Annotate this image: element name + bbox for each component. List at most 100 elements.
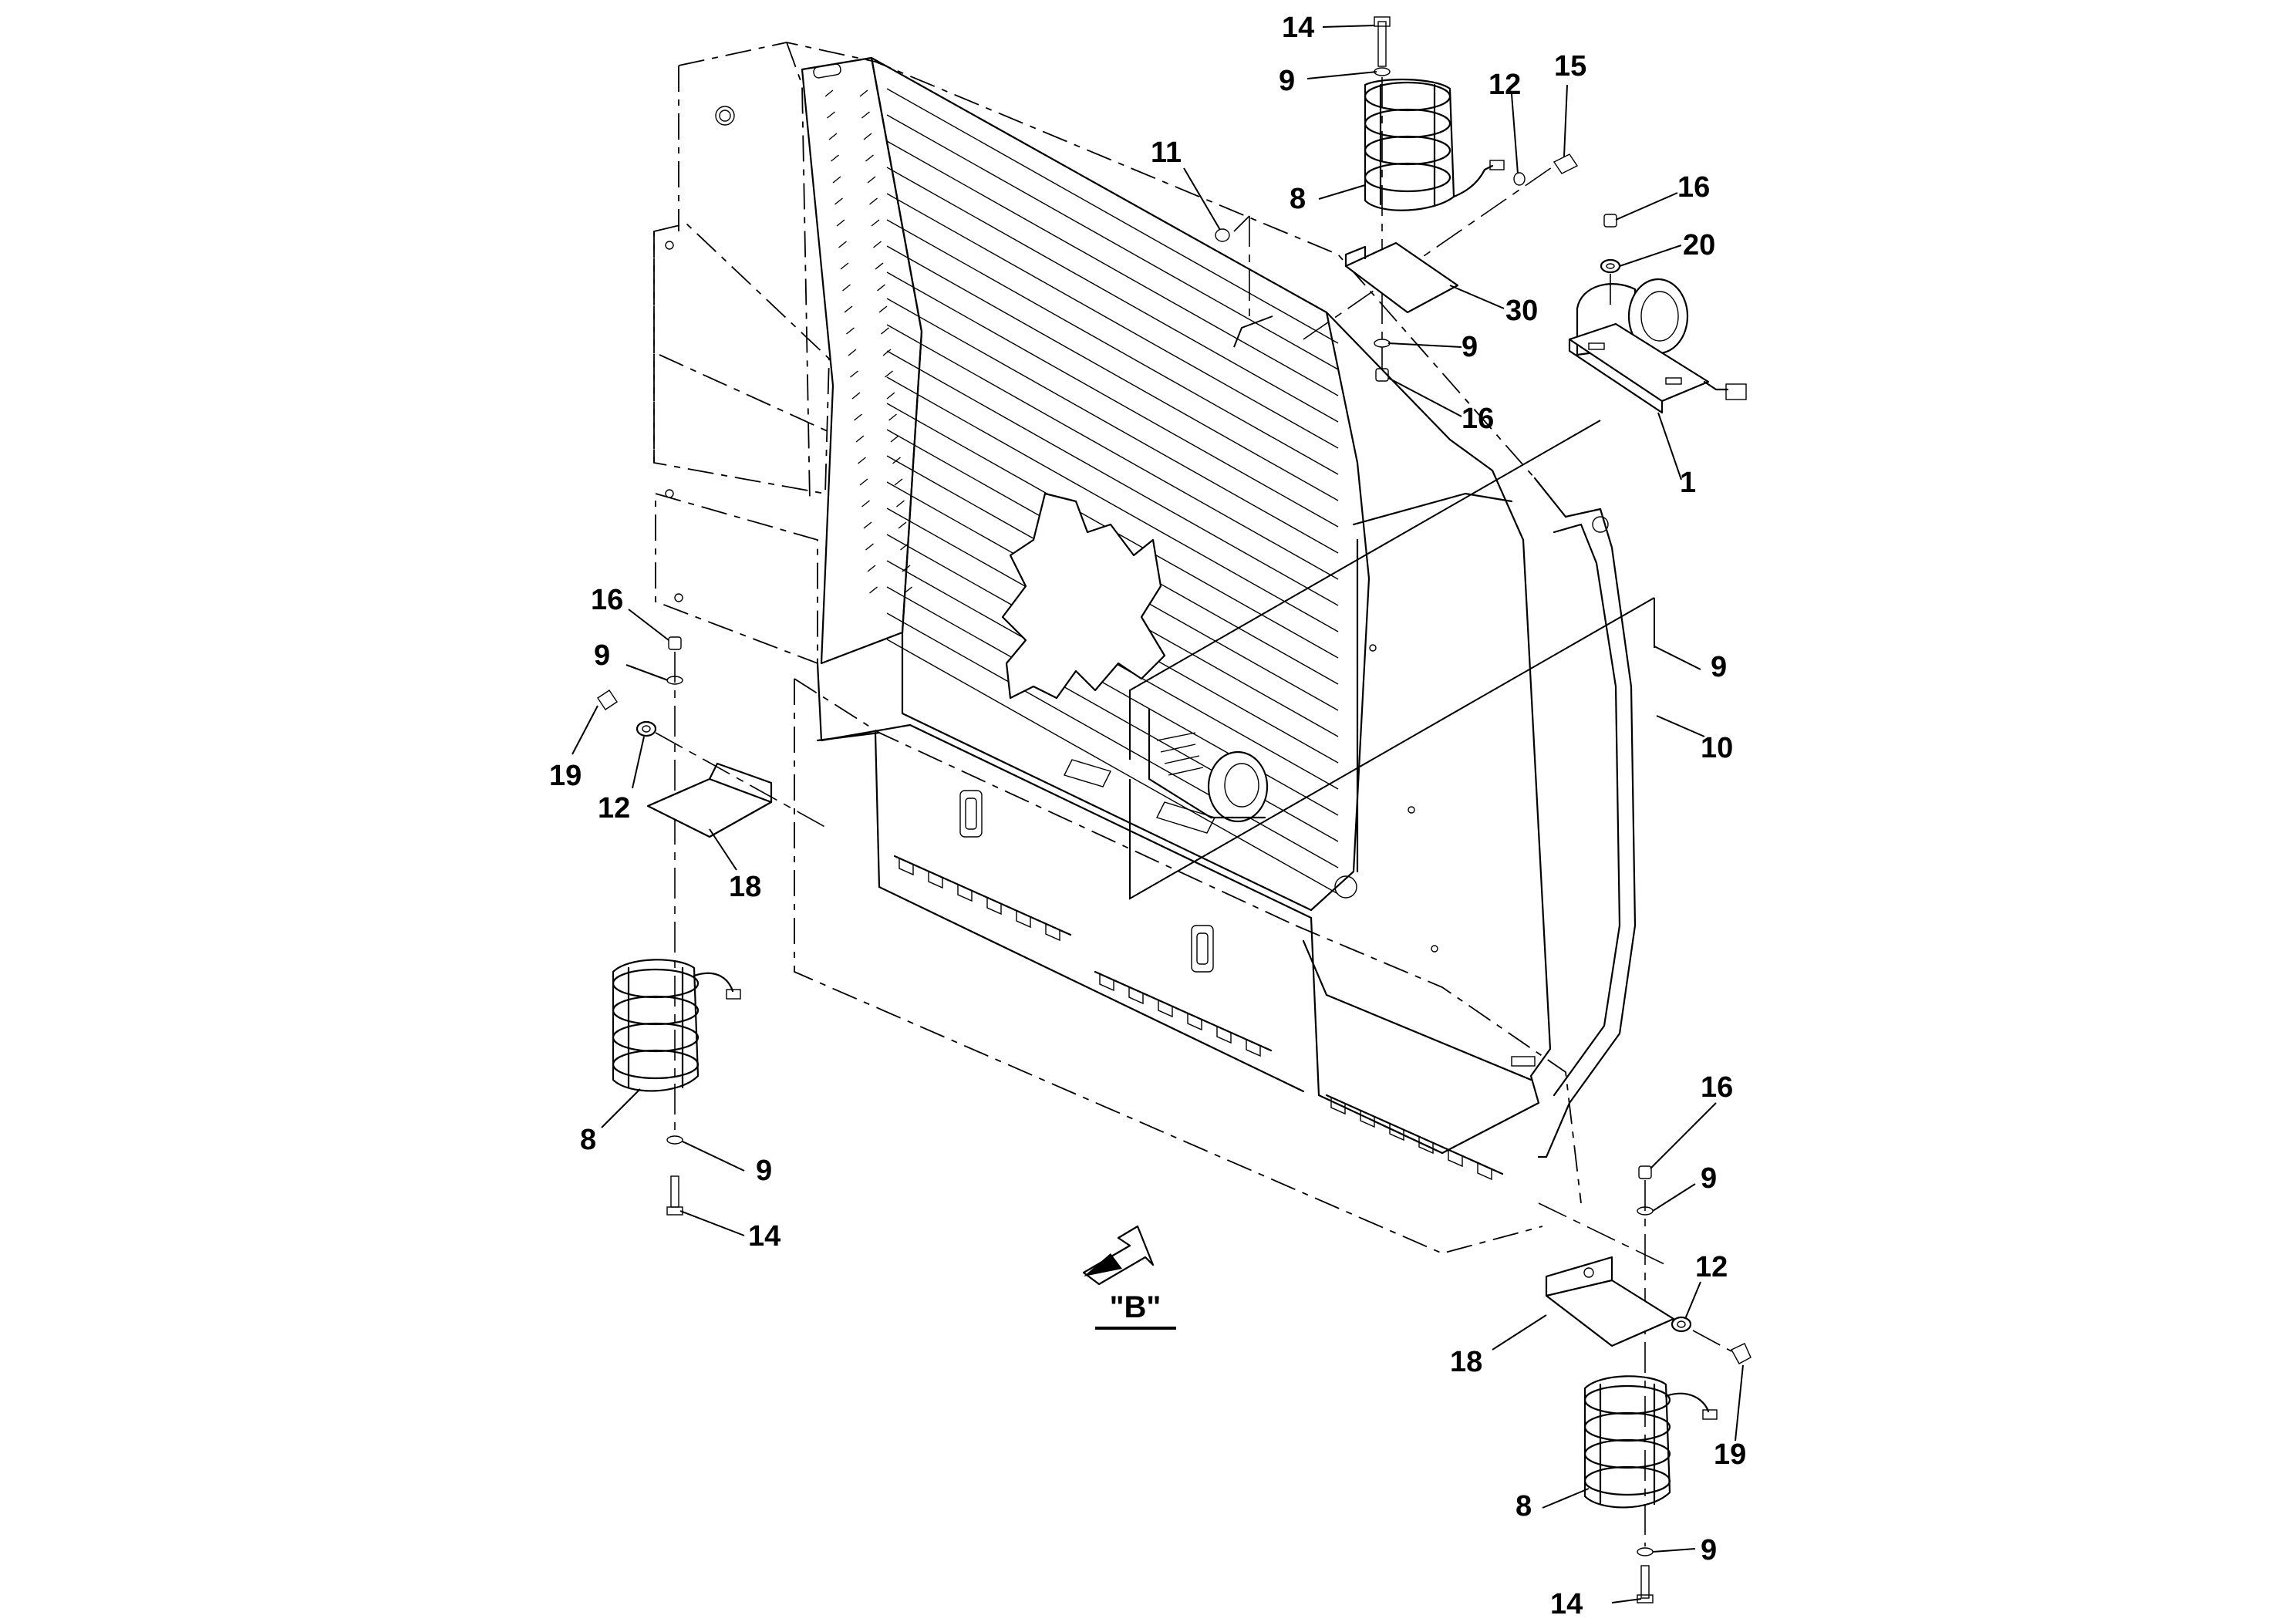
left-lamp-bracket [646, 762, 773, 838]
callout-9: 9 [594, 639, 610, 672]
panel-perforation [869, 586, 878, 594]
grille-louver [886, 219, 1339, 475]
panel-perforation [873, 241, 882, 248]
callout-8: 8 [580, 1124, 596, 1156]
callout-8: 8 [1515, 1490, 1532, 1523]
panel-perforation [865, 543, 874, 551]
right-lamp-fasteners [1671, 1316, 1752, 1364]
hinge-tab [1477, 1163, 1492, 1181]
callout-18: 18 [729, 871, 761, 903]
hinge-tab [1330, 1098, 1346, 1115]
hinge-tab [1128, 987, 1144, 1005]
panel-perforation [828, 133, 838, 140]
hinge-tab [1389, 1124, 1404, 1141]
hinge-strip [1325, 1094, 1504, 1175]
panel-perforation [848, 349, 857, 356]
panel-perforation [863, 521, 872, 529]
callout-8: 8 [1290, 183, 1306, 215]
callout-30: 30 [1505, 295, 1538, 327]
grille-louver [886, 324, 1339, 580]
callout-16: 16 [1701, 1071, 1733, 1104]
callout-labels: 14 9 12 15 11 8 16 20 30 9 16 1 16 9 19 … [549, 12, 1746, 1620]
hinge-tab [1045, 924, 1060, 942]
grille-louver [886, 376, 1339, 632]
left-work-lamp [612, 959, 741, 1092]
panel-perforation [844, 305, 853, 313]
hinge-strip [893, 855, 1072, 936]
grille-louver [886, 140, 1339, 396]
panel-perforation [842, 284, 851, 292]
panel-perforation [840, 262, 849, 270]
hinge-tab [1158, 1000, 1173, 1018]
panel-perforation [878, 305, 888, 313]
lower-pan [816, 662, 1540, 1181]
top-lamp-bracket [1344, 241, 1459, 314]
panel-perforation [834, 197, 843, 205]
center-fan-motor [1148, 708, 1357, 899]
panel-perforation [877, 284, 885, 292]
panel-perforation [896, 500, 905, 508]
panel-perforation [855, 435, 865, 443]
callout-14: 14 [1550, 1588, 1583, 1620]
callout-19: 19 [549, 760, 582, 792]
panel-perforation [836, 219, 845, 227]
callout-9: 9 [1701, 1162, 1717, 1195]
right-lamp-bracket [1545, 1256, 1675, 1347]
callout-18: 18 [1450, 1346, 1482, 1378]
callout-9: 9 [1711, 651, 1727, 683]
grille-louver [886, 167, 1339, 423]
top-lamp-hardware [1303, 16, 1579, 382]
panel-perforation [827, 111, 835, 119]
hinge-tab [1448, 1150, 1463, 1168]
right-work-lamp [1583, 1375, 1718, 1509]
hinge-tab [1246, 1040, 1261, 1057]
panel-perforation [865, 154, 874, 162]
grille-louver [886, 612, 1339, 868]
hinge-tab [986, 898, 1002, 916]
callout-12: 12 [1695, 1251, 1728, 1283]
panel-perforation [858, 457, 866, 464]
hinge-tab [1216, 1027, 1232, 1044]
callout-12: 12 [1489, 69, 1521, 101]
callout-1: 1 [1680, 467, 1696, 499]
callout-9: 9 [1279, 65, 1295, 97]
top-work-lamp [1364, 78, 1505, 211]
callout-14: 14 [1282, 12, 1314, 44]
callout-19: 19 [1714, 1438, 1746, 1471]
callout-9: 9 [1701, 1534, 1717, 1566]
hinge-tab [957, 885, 973, 902]
panel-perforation [888, 413, 897, 421]
panel-perforation [892, 457, 901, 464]
callout-16: 16 [1462, 403, 1494, 435]
grille-louver [886, 114, 1339, 370]
hinge-tab [1099, 974, 1114, 992]
panel-perforation [859, 478, 868, 486]
panel-perforation [854, 413, 862, 421]
panel-perforation [861, 500, 870, 508]
grille-louver [886, 350, 1339, 606]
panel-perforation [863, 133, 872, 140]
callout-16: 16 [591, 584, 623, 616]
panel-perforation [871, 219, 880, 227]
right-lamp-bottom-hardware [1637, 1547, 1654, 1603]
hinge-strip [1094, 970, 1273, 1052]
upper-frame [678, 66, 735, 231]
grille-louver [886, 88, 1339, 344]
callout-15: 15 [1554, 50, 1586, 83]
hinge-tab [928, 872, 943, 889]
callout-12: 12 [598, 792, 630, 824]
callout-16: 16 [1677, 171, 1710, 204]
grille-louver [886, 245, 1339, 501]
panel-perforation [882, 349, 892, 356]
panel-perforation [867, 176, 876, 184]
panel-perforation [851, 392, 861, 400]
panel-perforation [898, 521, 907, 529]
panel-perforation [890, 435, 899, 443]
panel-perforation [838, 241, 847, 248]
hinge-tab [1360, 1111, 1375, 1128]
view-b-arrow: "B" [1082, 1225, 1176, 1330]
callout-11: 11 [1151, 137, 1182, 169]
panel-perforation [832, 176, 841, 184]
